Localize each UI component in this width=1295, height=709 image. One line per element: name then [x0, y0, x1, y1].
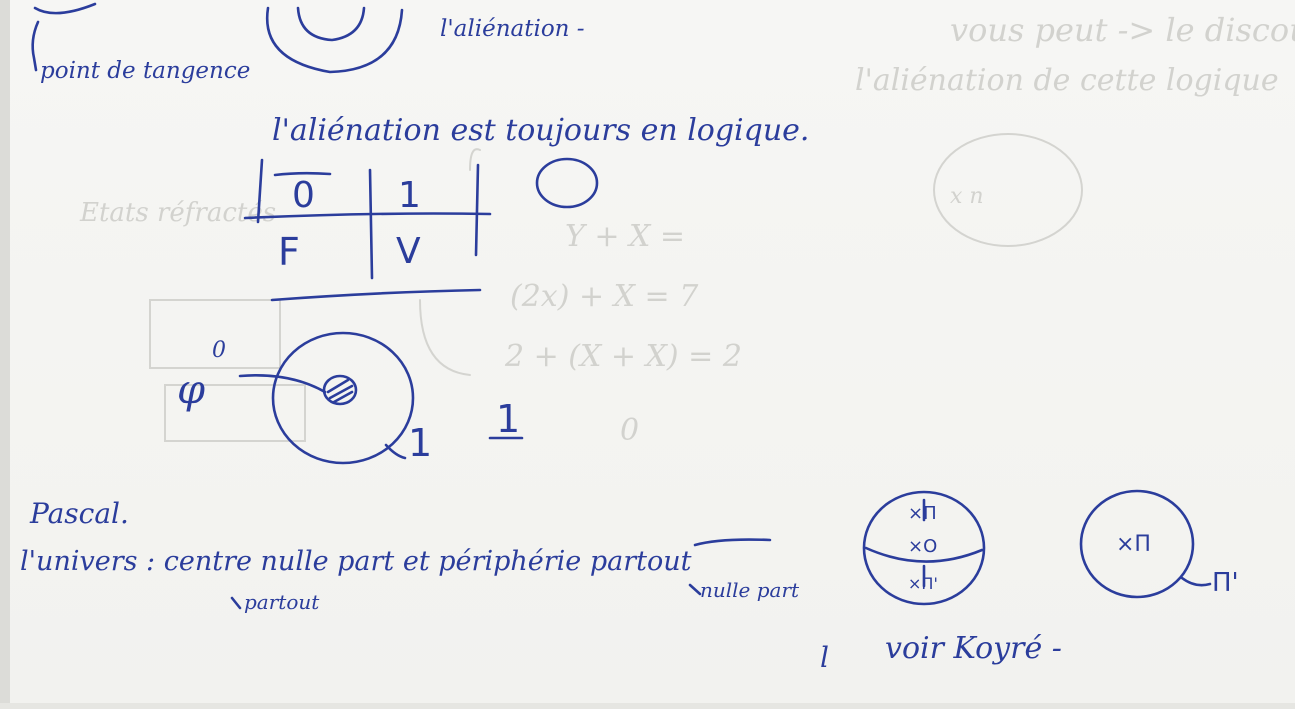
- table-bottom-line: [270, 288, 482, 302]
- top-inner-circle: [296, 6, 366, 42]
- top-outer-circle: [265, 6, 404, 74]
- sphere-label-mid: ×O: [908, 536, 938, 557]
- nucleus-hatching: [326, 378, 354, 404]
- text-partout-under: partout: [244, 590, 320, 614]
- bleed-eq-2: (2x) + X = 7: [510, 279, 699, 314]
- circle-zero: [535, 157, 599, 209]
- phi-connector: [238, 374, 327, 394]
- bleed-text-top-right: vous peut -> le discours de: [950, 11, 1295, 49]
- bleed-text-top-right-2: l'aliénation de cette logique: [855, 63, 1279, 98]
- bleed-circle-label: x n: [950, 184, 984, 209]
- text-alienation-logique: l'aliénation est toujours en logique.: [272, 113, 810, 148]
- text-alienation-top: l'aliénation -: [440, 16, 585, 42]
- bleed-eq-1: Y + X =: [565, 219, 686, 254]
- text-univers: l'univers : centre nulle part et périphé…: [20, 546, 692, 577]
- table-cell-f: F: [278, 230, 300, 274]
- bleed-curve: [469, 148, 481, 171]
- partout-strike: [693, 538, 772, 547]
- sphere-label-bot: ×Π': [908, 574, 938, 593]
- top-left-arc: [33, 2, 97, 15]
- pi-tick: [1180, 576, 1212, 587]
- bleed-box-2: [164, 384, 306, 442]
- sphere-label-top: ×Π: [908, 503, 937, 524]
- text-phi-exponent: 0: [212, 338, 226, 363]
- bleed-circle: [933, 133, 1083, 247]
- sphere-equator: [864, 546, 984, 563]
- pi-circle: [1079, 489, 1195, 599]
- table-divider: [368, 168, 374, 280]
- circle-tick: [384, 443, 407, 460]
- top-left-bracket: [31, 20, 40, 72]
- table-header-0: 0: [292, 175, 315, 216]
- text-one-a: 1: [408, 421, 433, 465]
- table-header-1: 1: [398, 175, 421, 216]
- bleed-text-mid: Etats réfractés: [80, 198, 277, 228]
- pi-prime-label: Π': [1212, 568, 1239, 598]
- text-pascal: Pascal.: [30, 497, 129, 530]
- bleed-eq-3: 2 + (X + X) = 2: [505, 339, 742, 374]
- sphere: [862, 490, 986, 606]
- bleed-arrow: [419, 299, 471, 376]
- bleed-box-1: [149, 299, 281, 369]
- table-middle-line: [243, 212, 492, 220]
- nulle-part-hook: [688, 583, 702, 596]
- table-cell-v: V: [396, 231, 421, 272]
- text-point-de-tangence: point de tangence: [40, 58, 251, 84]
- text-nulle-part-under: nulle part: [700, 578, 800, 602]
- partout-hook: [230, 596, 242, 610]
- table-left-line: [256, 158, 264, 224]
- table-right-line: [474, 163, 480, 257]
- text-phi: φ: [177, 367, 206, 413]
- zero-bar: [273, 171, 332, 177]
- text-voir-koyre: voir Koyré -: [885, 631, 1062, 666]
- bleed-eq-4: 0: [620, 413, 640, 448]
- big-circle: [271, 331, 415, 465]
- text-l: l: [820, 641, 829, 674]
- pi-circle-label: ×Π: [1116, 532, 1151, 557]
- text-one-b: 1: [496, 397, 521, 441]
